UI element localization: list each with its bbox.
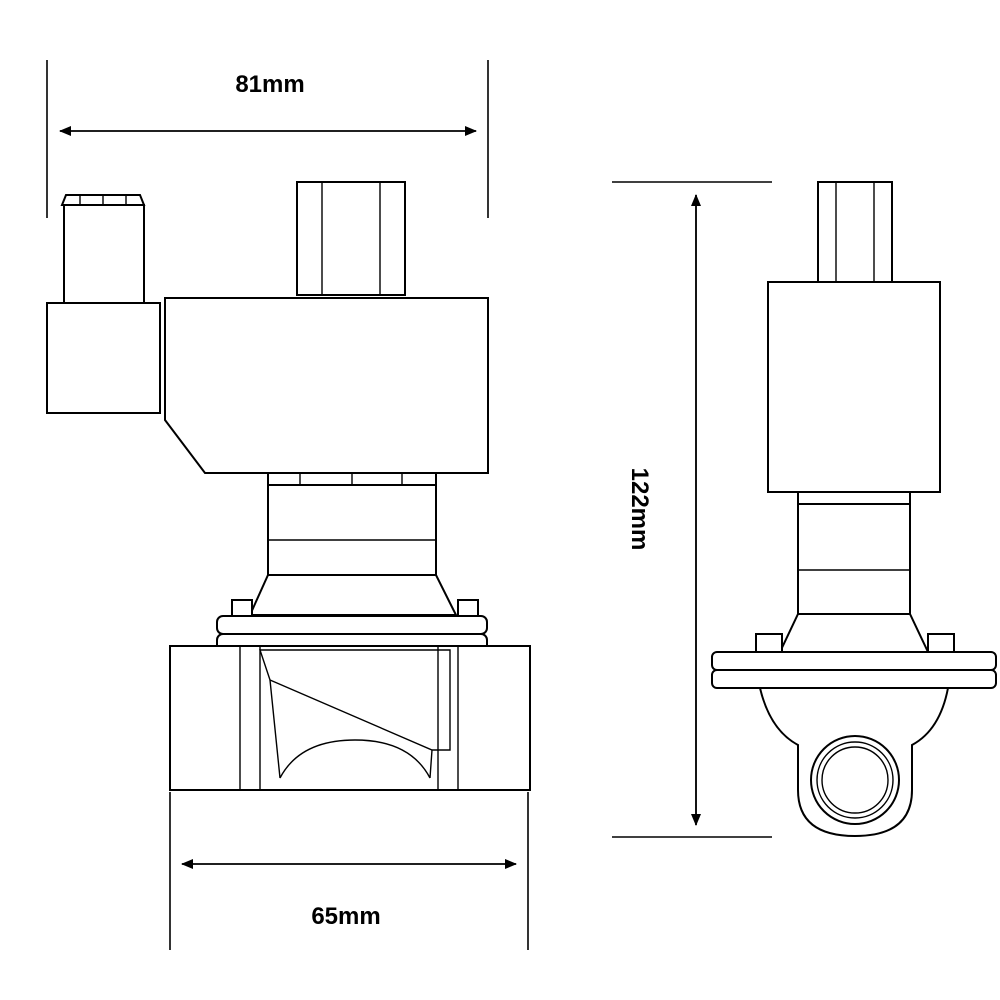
side-top-nut bbox=[817, 181, 893, 283]
valve-body bbox=[169, 645, 531, 791]
side-tube bbox=[797, 503, 911, 615]
side-coil bbox=[767, 281, 941, 493]
bonnet bbox=[248, 574, 458, 616]
side-bolt-left bbox=[755, 633, 783, 653]
side-bonnet bbox=[778, 613, 930, 653]
side-view bbox=[711, 181, 997, 838]
side-flange-lower bbox=[711, 669, 997, 689]
dim-label-81mm: 81mm bbox=[235, 71, 304, 98]
dimension-top: 81mm bbox=[46, 60, 489, 218]
connector-box bbox=[46, 302, 161, 414]
dim-label-122mm: 122mm bbox=[626, 468, 653, 551]
dim-label-65mm: 65mm bbox=[311, 903, 380, 930]
side-lower-nut bbox=[797, 491, 911, 505]
flange-upper bbox=[216, 615, 488, 635]
dimension-bottom: 65mm bbox=[169, 792, 529, 950]
armature-tube bbox=[267, 484, 437, 576]
connector-cap bbox=[60, 194, 146, 206]
bolt-right bbox=[457, 599, 479, 617]
connector-neck bbox=[63, 204, 145, 306]
front-view bbox=[46, 181, 531, 791]
bolt-left bbox=[231, 599, 253, 617]
side-bolt-right bbox=[927, 633, 955, 653]
dimension-height: 122mm bbox=[612, 181, 772, 838]
coil-housing bbox=[164, 297, 489, 474]
side-flange-upper bbox=[711, 651, 997, 671]
top-nut bbox=[296, 181, 406, 296]
side-body bbox=[758, 687, 950, 838]
